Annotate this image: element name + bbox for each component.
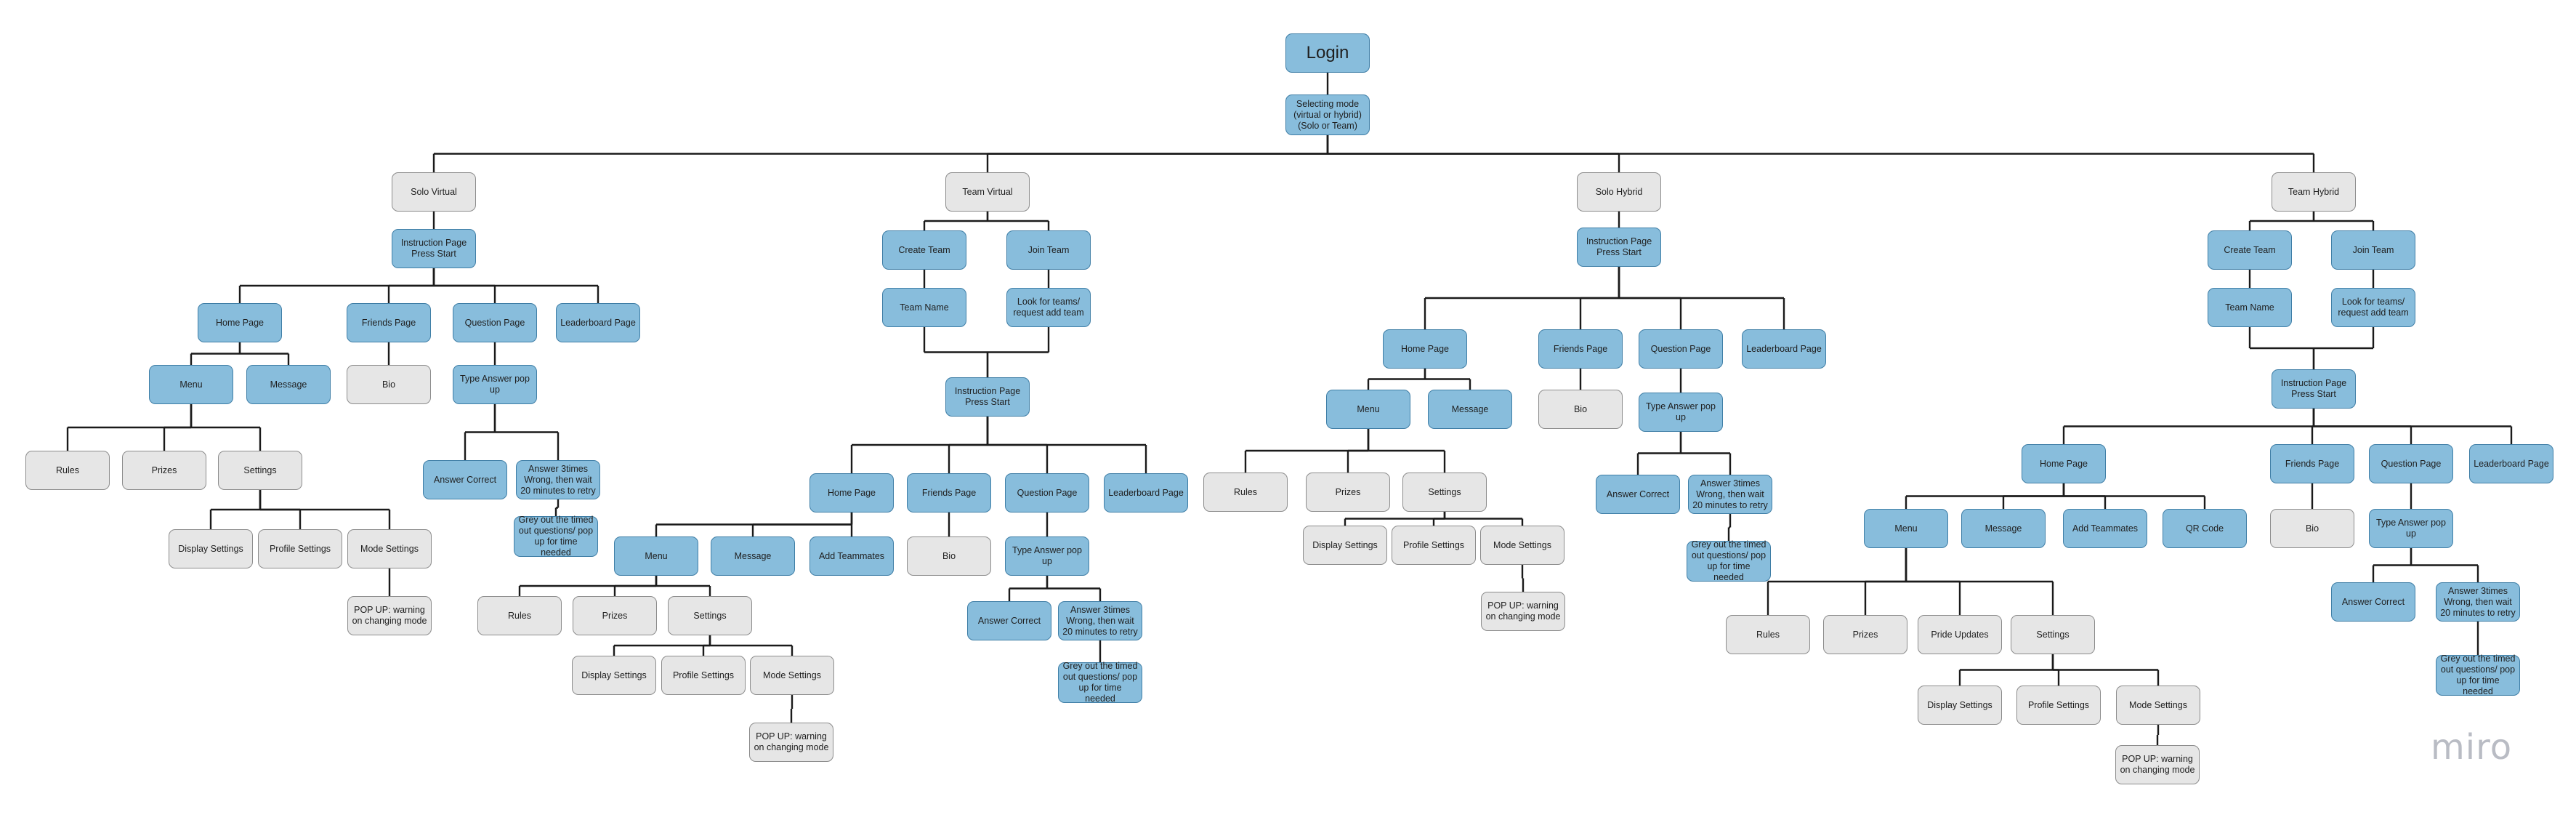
node-tv-menu[interactable]: Menu: [614, 536, 698, 576]
node-th-add[interactable]: Add Teammates: [2063, 509, 2147, 548]
node-sv-popup[interactable]: POP UP: warning on changing mode: [347, 596, 432, 635]
node-sh-display[interactable]: Display Settings: [1303, 526, 1387, 565]
node-tv-question[interactable]: Question Page: [1005, 473, 1089, 512]
node-tv-grey[interactable]: Grey out the timed out questions/ pop up…: [1058, 661, 1142, 704]
node-tv-join[interactable]: Join Team: [1006, 230, 1091, 270]
node-sv-type[interactable]: Type Answer pop up: [453, 365, 537, 404]
node-sh-wrong[interactable]: Answer 3times Wrong, then wait 20 minute…: [1688, 475, 1772, 514]
node-th-correct[interactable]: Answer Correct: [2331, 582, 2415, 622]
node-th-create[interactable]: Create Team: [2208, 230, 2292, 270]
node-sv-prizes[interactable]: Prizes: [122, 451, 206, 490]
node-tv-look[interactable]: Look for teams/ request add team: [1006, 288, 1091, 327]
node-sh-message[interactable]: Message: [1428, 390, 1512, 429]
node-th-name[interactable]: Team Name: [2208, 288, 2292, 327]
node-sv-question[interactable]: Question Page: [453, 303, 537, 342]
node-sv-wrong[interactable]: Answer 3times Wrong, then wait 20 minute…: [516, 460, 600, 499]
node-sh-settings[interactable]: Settings: [1402, 473, 1487, 512]
node-th-grey[interactable]: Grey out the timed out questions/ pop up…: [2436, 654, 2520, 696]
node-sh-bio[interactable]: Bio: [1538, 390, 1623, 429]
node-th-qr[interactable]: QR Code: [2163, 509, 2247, 548]
node-tv-create[interactable]: Create Team: [882, 230, 966, 270]
node-sv-grey[interactable]: Grey out the timed out questions/ pop up…: [514, 515, 598, 558]
node-th-rules[interactable]: Rules: [1726, 615, 1810, 654]
node-sv-profile[interactable]: Profile Settings: [258, 529, 342, 568]
node-th[interactable]: Team Hybrid: [2272, 172, 2356, 212]
node-tv-correct[interactable]: Answer Correct: [967, 601, 1051, 640]
node-th-prizes[interactable]: Prizes: [1823, 615, 1907, 654]
node-th-menu[interactable]: Menu: [1864, 509, 1948, 548]
node-tv-type[interactable]: Type Answer pop up: [1005, 536, 1089, 576]
node-tv-leader[interactable]: Leaderboard Page: [1104, 473, 1188, 512]
node-th-ins[interactable]: Instruction Page Press Start: [2272, 369, 2356, 409]
node-sh-popup[interactable]: POP UP: warning on changing mode: [1481, 592, 1565, 631]
node-th-type[interactable]: Type Answer pop up: [2369, 509, 2453, 548]
node-tv-bio[interactable]: Bio: [907, 536, 991, 576]
node-th-friends[interactable]: Friends Page: [2270, 444, 2354, 483]
node-sv-friends[interactable]: Friends Page: [347, 303, 431, 342]
node-sh-ins[interactable]: Instruction Page Press Start: [1577, 228, 1661, 267]
node-th-home[interactable]: Home Page: [2022, 444, 2106, 483]
node-tv-profile[interactable]: Profile Settings: [661, 656, 746, 695]
node-sh-modeset[interactable]: Mode Settings: [1480, 526, 1564, 565]
node-tv-message[interactable]: Message: [711, 536, 795, 576]
node-sh-friends[interactable]: Friends Page: [1538, 329, 1623, 369]
node-sv-leader[interactable]: Leaderboard Page: [556, 303, 640, 342]
node-sv-ins[interactable]: Instruction Page Press Start: [392, 229, 476, 268]
node-sv-correct[interactable]: Answer Correct: [423, 460, 507, 499]
node-th-message[interactable]: Message: [1961, 509, 2046, 548]
node-sv-bio[interactable]: Bio: [347, 365, 431, 404]
node-tv[interactable]: Team Virtual: [945, 172, 1030, 212]
node-tv-friends[interactable]: Friends Page: [907, 473, 991, 512]
node-mode[interactable]: Selecting mode (virtual or hybrid) (Solo…: [1285, 95, 1370, 135]
node-th-popup[interactable]: POP UP: warning on changing mode: [2115, 745, 2200, 784]
node-sh[interactable]: Solo Hybrid: [1577, 172, 1661, 212]
node-sv-settings[interactable]: Settings: [218, 451, 302, 490]
node-th-settings[interactable]: Settings: [2011, 615, 2095, 654]
node-th-look[interactable]: Look for teams/ request add team: [2331, 288, 2415, 327]
node-sv-home[interactable]: Home Page: [198, 303, 282, 342]
node-sh-leader[interactable]: Leaderboard Page: [1742, 329, 1826, 369]
node-tv-popup[interactable]: POP UP: warning on changing mode: [749, 723, 833, 762]
node-tv-wrong[interactable]: Answer 3times Wrong, then wait 20 minute…: [1058, 601, 1142, 640]
node-th-profile[interactable]: Profile Settings: [2016, 686, 2101, 725]
node-sv-menu[interactable]: Menu: [149, 365, 233, 404]
node-th-leader[interactable]: Leaderboard Page: [2469, 444, 2553, 483]
node-sh-grey[interactable]: Grey out the timed out questions/ pop up…: [1687, 539, 1771, 582]
node-sh-home[interactable]: Home Page: [1383, 329, 1467, 369]
node-tv-prizes[interactable]: Prizes: [573, 596, 657, 635]
node-th-modeset[interactable]: Mode Settings: [2116, 686, 2200, 725]
node-th-pride[interactable]: Pride Updates: [1918, 615, 2002, 654]
node-tv-name[interactable]: Team Name: [882, 288, 966, 327]
node-sh-rules[interactable]: Rules: [1203, 473, 1288, 512]
node-sh-type[interactable]: Type Answer pop up: [1639, 393, 1723, 432]
node-sh-prizes[interactable]: Prizes: [1306, 473, 1390, 512]
node-tv-ins[interactable]: Instruction Page Press Start: [945, 377, 1030, 417]
miro-logo: miro: [2431, 727, 2513, 768]
node-sh-profile[interactable]: Profile Settings: [1392, 526, 1476, 565]
node-th-bio[interactable]: Bio: [2270, 509, 2354, 548]
node-tv-home[interactable]: Home Page: [809, 473, 894, 512]
node-tv-modeset[interactable]: Mode Settings: [750, 656, 834, 695]
node-sv[interactable]: Solo Virtual: [392, 172, 476, 212]
node-th-wrong[interactable]: Answer 3times Wrong, then wait 20 minute…: [2436, 582, 2520, 622]
node-sh-correct[interactable]: Answer Correct: [1596, 475, 1680, 514]
node-sv-display[interactable]: Display Settings: [169, 529, 253, 568]
node-tv-settings[interactable]: Settings: [668, 596, 752, 635]
node-tv-rules[interactable]: Rules: [477, 596, 562, 635]
node-sv-modeset[interactable]: Mode Settings: [347, 529, 432, 568]
node-th-display[interactable]: Display Settings: [1918, 686, 2002, 725]
node-login[interactable]: Login: [1285, 33, 1370, 73]
node-sv-message[interactable]: Message: [246, 365, 331, 404]
node-th-question[interactable]: Question Page: [2369, 444, 2453, 483]
node-th-join[interactable]: Join Team: [2331, 230, 2415, 270]
node-tv-add[interactable]: Add Teammates: [809, 536, 894, 576]
node-sh-question[interactable]: Question Page: [1639, 329, 1723, 369]
node-sh-menu[interactable]: Menu: [1326, 390, 1410, 429]
node-sv-rules[interactable]: Rules: [25, 451, 110, 490]
node-tv-display[interactable]: Display Settings: [572, 656, 656, 695]
